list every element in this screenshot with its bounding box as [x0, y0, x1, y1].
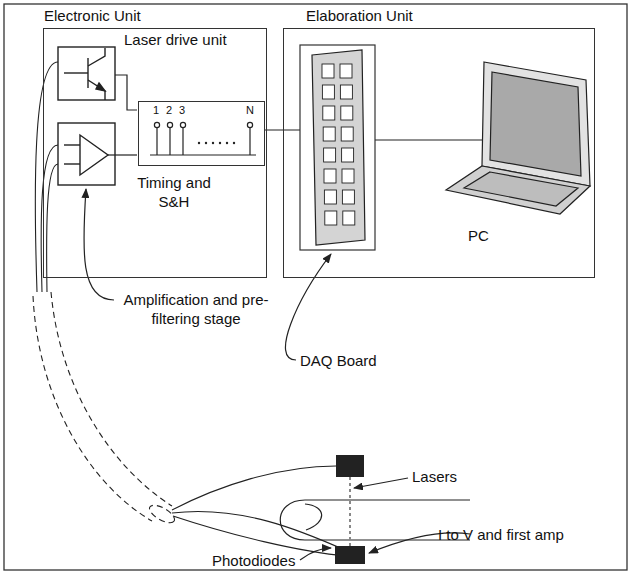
dot: [226, 142, 228, 144]
transistor-symbol: [58, 47, 115, 100]
ellipsis-dots: [198, 142, 235, 144]
chip: [324, 190, 336, 204]
chip: [323, 127, 335, 141]
channel-number: N: [246, 104, 258, 116]
unit-title: Elaboration Unit: [306, 6, 476, 25]
callout-label: Lasers: [412, 467, 492, 486]
channel-number: 3: [179, 104, 189, 116]
daq-board: [312, 50, 365, 245]
callout-label: DAQ Board: [300, 351, 410, 370]
chip: [340, 85, 352, 99]
unit-title: Electronic Unit: [44, 6, 204, 25]
sensor-wire: [172, 466, 347, 556]
unit-box: Elaboration Unit: [283, 28, 595, 278]
dot: [212, 142, 214, 144]
laser-beam: [349, 477, 351, 546]
cable-bundle: [33, 292, 177, 526]
chip: [342, 148, 354, 162]
board-chips: [322, 64, 355, 225]
callout-label: Amplification and pre-filtering stage: [116, 290, 276, 328]
chip: [340, 64, 352, 78]
chip: [325, 211, 337, 225]
chip: [323, 106, 335, 120]
callout-label: PC: [468, 226, 508, 245]
callout-arrow: [84, 189, 470, 560]
chip: [342, 169, 354, 183]
dot: [198, 142, 200, 144]
callout-label: Laser drive unit: [124, 30, 264, 49]
channel-number: 1: [153, 104, 163, 116]
chip: [343, 211, 355, 225]
chip: [324, 169, 336, 183]
callout-label: Photodiodes: [212, 551, 302, 570]
cable: [35, 62, 58, 292]
daq-frame: [300, 45, 375, 250]
chip: [322, 64, 334, 78]
dot: [219, 142, 221, 144]
dot: [205, 142, 207, 144]
block-caption: Timing and S&H: [131, 173, 217, 211]
chip: [342, 190, 354, 204]
callout-label: I to V and first amp: [438, 525, 618, 544]
unit-box: Electronic UnitTiming and S&H: [43, 28, 267, 278]
dot: [233, 142, 235, 144]
photodiode-block: [335, 546, 365, 564]
chip: [341, 127, 353, 141]
chip: [324, 148, 336, 162]
chip: [322, 85, 334, 99]
wire: [108, 75, 484, 155]
laser-block: [336, 455, 364, 477]
channel-number: 2: [166, 104, 176, 116]
chip: [341, 106, 353, 120]
outer-frame: [4, 4, 627, 570]
sample-hold-switches: [150, 122, 256, 155]
laptop: [446, 62, 590, 214]
amplifier-symbol: [58, 123, 115, 185]
